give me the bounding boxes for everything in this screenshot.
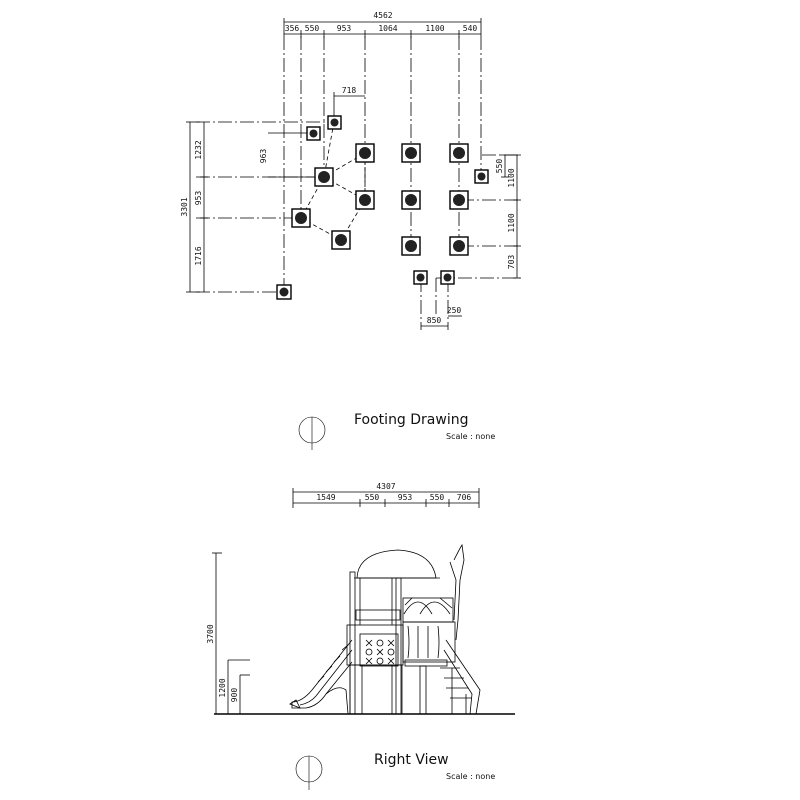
footing xyxy=(401,190,421,210)
footing xyxy=(327,115,342,130)
center-deck xyxy=(402,597,456,715)
playground-structure xyxy=(289,543,481,715)
footing xyxy=(276,284,292,300)
rv-scale: Scale : none xyxy=(446,772,495,781)
footing xyxy=(401,143,421,163)
footing xyxy=(401,236,421,256)
footing xyxy=(291,208,311,228)
left-tower xyxy=(346,549,440,715)
footing xyxy=(314,167,334,187)
rv-top-dimension-chain: 4307 1549 550 953 550 706 xyxy=(292,482,480,508)
rv-height-dimensions: 3700 1200 900 xyxy=(206,552,250,714)
left-dimension-chain: 3301 1232 953 1716 xyxy=(180,121,208,293)
footing xyxy=(474,169,489,184)
right-dimension-chain: 550 1100 1100 703 xyxy=(495,154,521,279)
top-seg-1: 356 xyxy=(285,24,300,33)
right-view: 4307 1549 550 953 550 706 3700 1200 900 xyxy=(206,482,515,790)
top-dimension-chain: 4562 356 550 953 1064 1100 540 xyxy=(283,11,482,38)
footing xyxy=(449,236,469,256)
top-seg-6: 540 xyxy=(463,24,478,33)
top-seg-4: 1064 xyxy=(378,24,397,33)
left-seg-1: 1232 xyxy=(194,140,203,159)
footing-markers xyxy=(276,115,489,300)
footing-scale: Scale : none xyxy=(446,432,495,441)
rv-top-seg-2: 550 xyxy=(365,493,380,502)
bottom-dim-850: 850 xyxy=(427,316,442,325)
footing-title: Footing Drawing xyxy=(354,412,469,428)
right-pole xyxy=(449,543,465,641)
top-seg-5: 1100 xyxy=(425,24,444,33)
top-seg-3: 953 xyxy=(337,24,352,33)
tic-tac-toe-panel xyxy=(359,633,399,667)
footing xyxy=(440,270,455,285)
left-seg-2: 953 xyxy=(194,191,203,206)
right-ladder xyxy=(440,639,481,715)
rv-top-seg-4: 550 xyxy=(430,493,445,502)
right-seg-4: 703 xyxy=(507,255,516,270)
rv-height-total: 3700 xyxy=(206,624,215,643)
footing xyxy=(413,270,428,285)
right-seg-3: 1100 xyxy=(507,213,516,232)
bottom-dim-250: 250 xyxy=(447,306,462,315)
footing xyxy=(355,143,375,163)
rv-title-block: Right View Scale : none xyxy=(295,752,495,790)
rv-top-seg-1: 1549 xyxy=(316,493,335,502)
footing xyxy=(449,190,469,210)
right-seg-2: 1100 xyxy=(507,168,516,187)
top-total-dim: 4562 xyxy=(373,11,392,20)
left-seg-3: 1716 xyxy=(194,246,203,265)
inner-dim-718: 718 xyxy=(342,86,357,95)
left-slide xyxy=(289,639,353,715)
footing xyxy=(355,190,375,210)
footing xyxy=(331,230,351,250)
footing-title-block: Footing Drawing Scale : none xyxy=(298,412,495,450)
left-total-dim: 3301 xyxy=(180,197,189,216)
footing-plan: 4562 356 550 953 1064 1100 540 xyxy=(180,11,521,450)
rv-height-low: 900 xyxy=(230,688,239,703)
vertical-grid-lines xyxy=(283,36,482,290)
rv-top-seg-5: 706 xyxy=(457,493,472,502)
right-seg-1: 550 xyxy=(495,159,504,174)
bottom-dimensions: 850 250 xyxy=(420,278,462,330)
rv-top-seg-3: 953 xyxy=(398,493,413,502)
rv-top-total-dim: 4307 xyxy=(376,482,395,491)
footing xyxy=(306,126,321,141)
top-seg-2: 550 xyxy=(305,24,320,33)
inner-dim-963: 963 xyxy=(259,149,268,164)
rv-title: Right View xyxy=(374,752,449,768)
footing xyxy=(449,143,469,163)
rv-height-deck: 1200 xyxy=(218,678,227,697)
